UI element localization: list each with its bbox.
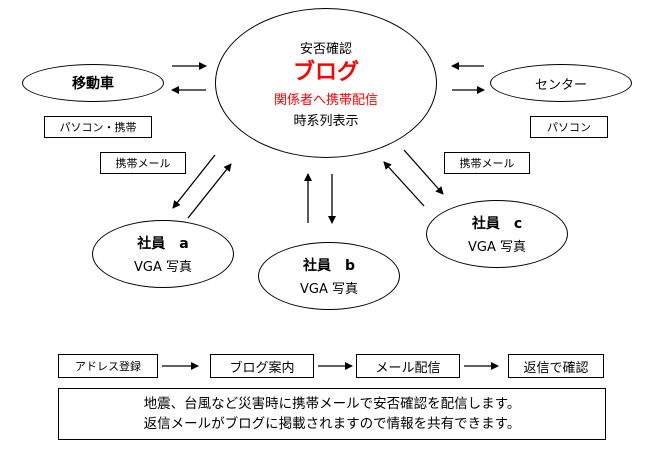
node-center-office-label: センター	[534, 77, 587, 93]
employee-a-name: 社員 a	[137, 236, 189, 252]
hub-footer: 時系列表示	[293, 113, 359, 129]
tag-mobile-mail-right: 携帯メール	[444, 152, 530, 174]
hub-headline: ブログ	[292, 59, 359, 85]
hub-subline: 関係者へ携帯配信	[273, 92, 378, 108]
employee-b-name: 社員 b	[302, 258, 356, 274]
description-line-1: 地震、台風など災害時に携帯メールで安否確認を配信します。	[143, 396, 521, 412]
node-employee-b: 社員 b VGA 写真	[258, 242, 400, 310]
node-employee-c: 社員 c VGA 写真	[426, 200, 568, 268]
node-employee-a: 社員 a VGA 写真	[92, 220, 234, 288]
flow-step-mail-delivery: メール配信	[356, 354, 460, 378]
flow-step-address-registration: アドレス登録	[58, 354, 158, 378]
flow-step-confirm-by-reply: 返信で確認	[508, 354, 604, 378]
arrow-blog-to-employee-a	[172, 154, 216, 209]
node-center-office: センター	[490, 64, 632, 102]
node-mobile-vehicle: 移動車	[22, 64, 164, 102]
blog-hub: 安否確認 ブログ 関係者へ携帯配信 時系列表示	[215, 8, 437, 158]
employee-a-device: VGA 写真	[134, 260, 192, 275]
description-line-2: 返信メールがブログに掲載されますので情報を共有できます。	[143, 416, 521, 432]
tag-pc-mobile: パソコン・携帯	[44, 116, 152, 138]
employee-c-name: 社員 c	[471, 216, 523, 232]
employee-b-device: VGA 写真	[300, 282, 358, 297]
employee-c-device: VGA 写真	[468, 240, 526, 255]
node-mobile-vehicle-label: 移動車	[72, 76, 114, 92]
tag-mobile-mail-left: 携帯メール	[100, 152, 186, 174]
arrow-employee-a-to-blog	[187, 163, 232, 219]
flow-step-blog-guide: ブログ案内	[210, 354, 314, 378]
tag-pc: パソコン	[530, 116, 608, 138]
arrow-blog-to-employee-c	[403, 149, 444, 195]
description-box: 地震、台風など災害時に携帯メールで安否確認を配信します。 返信メールがブログに掲…	[58, 388, 606, 440]
arrow-employee-c-to-blog	[383, 161, 425, 207]
hub-title: 安否確認	[299, 41, 352, 57]
